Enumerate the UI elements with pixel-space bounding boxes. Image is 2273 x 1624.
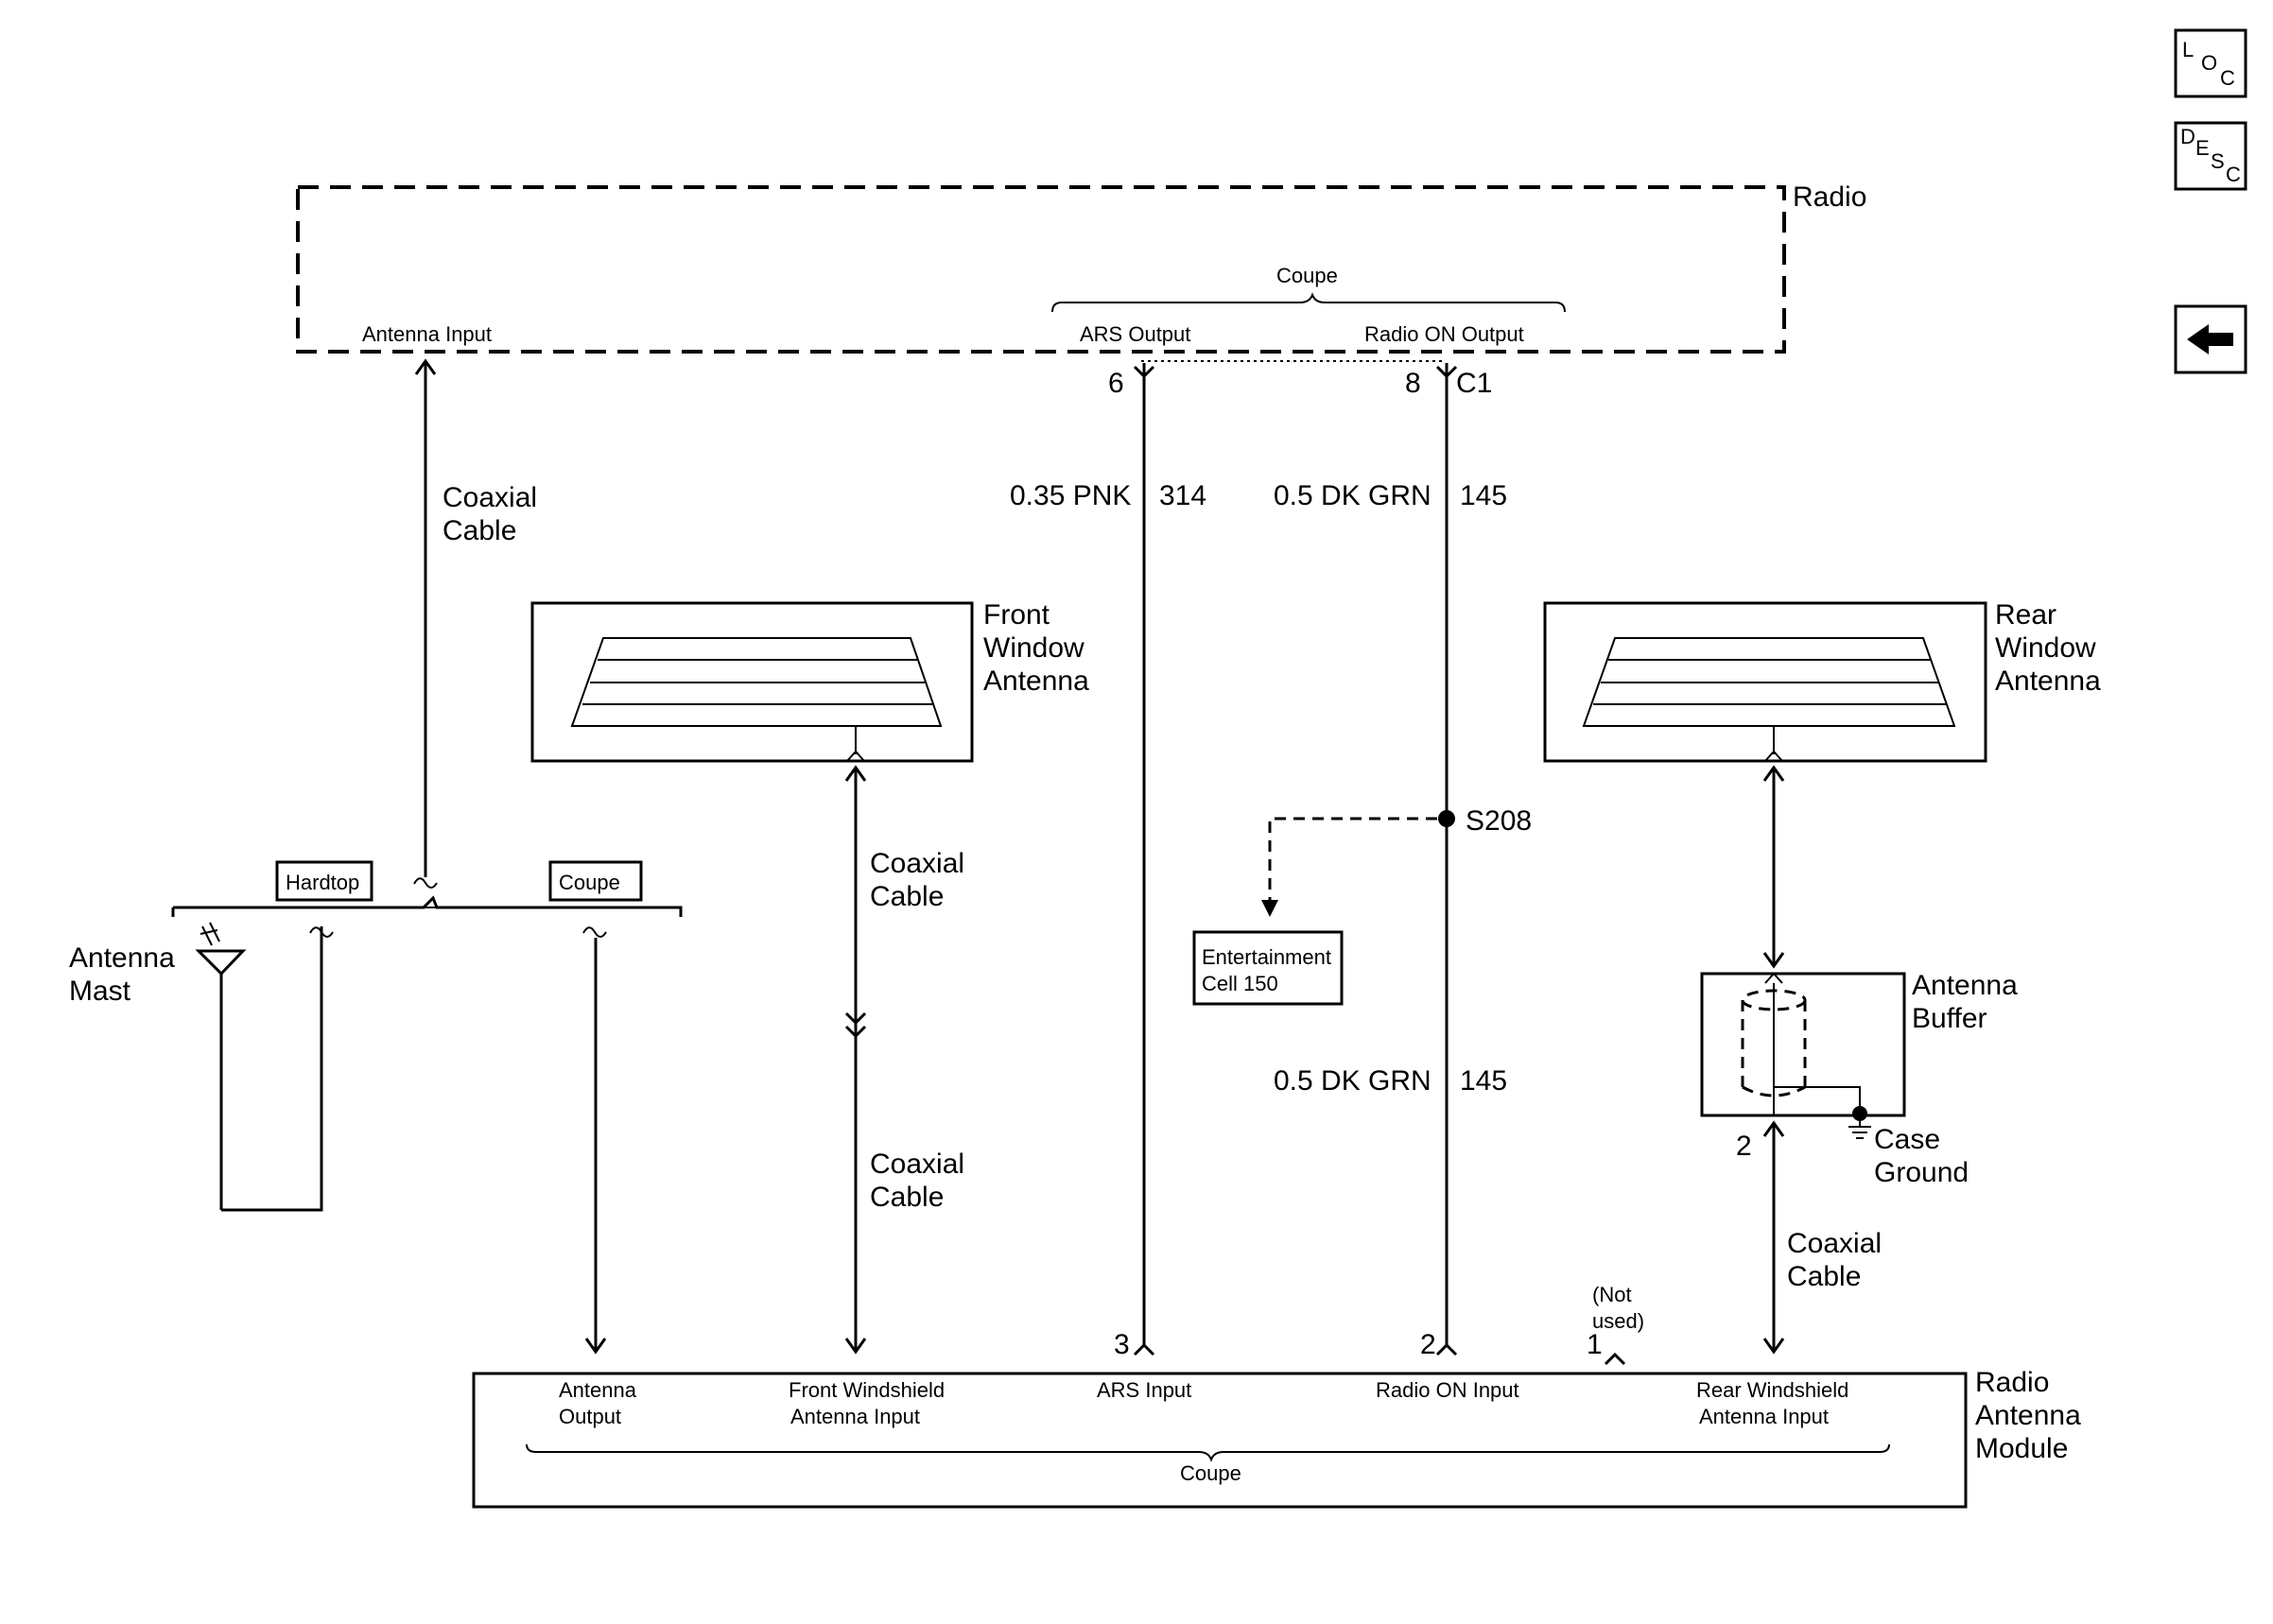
svg-text:Window: Window xyxy=(983,632,1084,664)
radio-on-output-label: Radio ON Output xyxy=(1364,322,1524,346)
front-window-antenna-box xyxy=(530,601,974,763)
rear-window-antenna-grid xyxy=(1582,637,1956,727)
front-window-antenna-grid xyxy=(570,637,943,727)
svg-text:C: C xyxy=(2220,66,2235,90)
svg-text:Cell 150: Cell 150 xyxy=(1202,972,1278,995)
svg-text:Antenna: Antenna xyxy=(1995,665,2101,697)
radio-box xyxy=(296,185,1786,354)
svg-text:ARS Input: ARS Input xyxy=(1097,1378,1191,1402)
hardtop-tag xyxy=(275,860,373,902)
wire-pnk-gauge: 0.35 PNK xyxy=(1010,480,1131,511)
svg-text:(Not: (Not xyxy=(1592,1283,1632,1306)
svg-text:Output: Output xyxy=(559,1405,621,1428)
coax-label-radio-2: Cable xyxy=(442,515,516,546)
svg-text:Antenna Input: Antenna Input xyxy=(1699,1405,1829,1428)
pin-6: 6 xyxy=(1108,368,1124,399)
wire-grn-circuit-top: 145 xyxy=(1460,480,1507,511)
svg-text:Antenna Input: Antenna Input xyxy=(790,1405,920,1428)
svg-text:Buffer: Buffer xyxy=(1912,1003,1987,1034)
svg-text:Coupe: Coupe xyxy=(1180,1461,1241,1485)
splice-s208 xyxy=(1438,810,1455,827)
svg-text:Case: Case xyxy=(1874,1124,1940,1155)
wire-grn-circuit-bottom: 145 xyxy=(1460,1065,1507,1097)
coax-label-radio-1: Coaxial xyxy=(442,482,537,513)
svg-text:Cable: Cable xyxy=(870,881,944,912)
arrow-left-icon xyxy=(2187,324,2233,354)
svg-text:Front Windshield: Front Windshield xyxy=(789,1378,945,1402)
svg-text:Coupe: Coupe xyxy=(559,871,620,894)
module-pin-1: 1 xyxy=(1587,1329,1603,1360)
antenna-input-label: Antenna Input xyxy=(362,322,492,346)
wire-pnk-circuit: 314 xyxy=(1159,480,1206,511)
svg-text:Entertainment: Entertainment xyxy=(1202,945,1331,969)
svg-text:Radio ON Input: Radio ON Input xyxy=(1376,1378,1519,1402)
radio-antenna-module-box xyxy=(472,1372,1968,1509)
splice-label: S208 xyxy=(1466,805,1532,837)
coupe-tag xyxy=(548,860,643,902)
ars-output-label: ARS Output xyxy=(1080,322,1190,346)
ground-icon xyxy=(1848,1121,1871,1139)
svg-text:Rear Windshield: Rear Windshield xyxy=(1696,1378,1848,1402)
desc-button[interactable]: D E S C xyxy=(2174,121,2247,191)
svg-text:Ground: Ground xyxy=(1874,1157,1969,1188)
svg-text:D: D xyxy=(2180,125,2195,148)
svg-text:S: S xyxy=(2211,149,2225,173)
svg-text:Window: Window xyxy=(1995,632,2096,664)
svg-text:Mast: Mast xyxy=(69,976,131,1007)
svg-text:Coaxial: Coaxial xyxy=(870,1149,964,1180)
svg-text:O: O xyxy=(2201,51,2217,75)
wire-grn-gauge-bottom: 0.5 DK GRN xyxy=(1274,1065,1431,1097)
module-pin-3: 3 xyxy=(1114,1329,1130,1360)
wire-grn-gauge-top: 0.5 DK GRN xyxy=(1274,480,1431,511)
svg-text:Antenna: Antenna xyxy=(1912,970,2018,1001)
connector-c1: C1 xyxy=(1456,368,1492,399)
buffer-pin-2: 2 xyxy=(1736,1131,1752,1162)
svg-text:E: E xyxy=(2195,136,2210,160)
svg-text:used): used) xyxy=(1592,1309,1644,1333)
svg-text:Cable: Cable xyxy=(870,1182,944,1213)
back-button[interactable] xyxy=(2174,304,2247,374)
svg-text:Antenna: Antenna xyxy=(559,1378,637,1402)
svg-text:Coaxial: Coaxial xyxy=(1787,1228,1882,1259)
module-pin-2: 2 xyxy=(1420,1329,1436,1360)
svg-text:Rear: Rear xyxy=(1995,599,2056,631)
radio-label: Radio xyxy=(1793,181,1866,213)
entertainment-box[interactable] xyxy=(1192,930,1344,1006)
svg-text:Module: Module xyxy=(1975,1433,2068,1464)
svg-text:Antenna: Antenna xyxy=(1975,1400,2081,1431)
pin-8: 8 xyxy=(1405,368,1421,399)
antenna-buffer-box xyxy=(1700,972,1906,1117)
svg-text:C: C xyxy=(2226,163,2241,186)
svg-text:Coaxial: Coaxial xyxy=(870,848,964,879)
svg-text:Hardtop: Hardtop xyxy=(286,871,359,894)
svg-text:Antenna: Antenna xyxy=(983,665,1089,697)
svg-text:Front: Front xyxy=(983,599,1050,631)
buffer-coax-icon xyxy=(1741,983,1861,1115)
radio-coupe: Coupe xyxy=(1276,264,1338,287)
svg-text:Cable: Cable xyxy=(1787,1261,1861,1292)
svg-text:L: L xyxy=(2182,38,2194,61)
svg-text:Radio: Radio xyxy=(1975,1367,2049,1398)
loc-button[interactable]: L O C xyxy=(2174,28,2247,98)
antenna-mast-icon xyxy=(195,922,247,1210)
svg-text:Antenna: Antenna xyxy=(69,942,175,974)
